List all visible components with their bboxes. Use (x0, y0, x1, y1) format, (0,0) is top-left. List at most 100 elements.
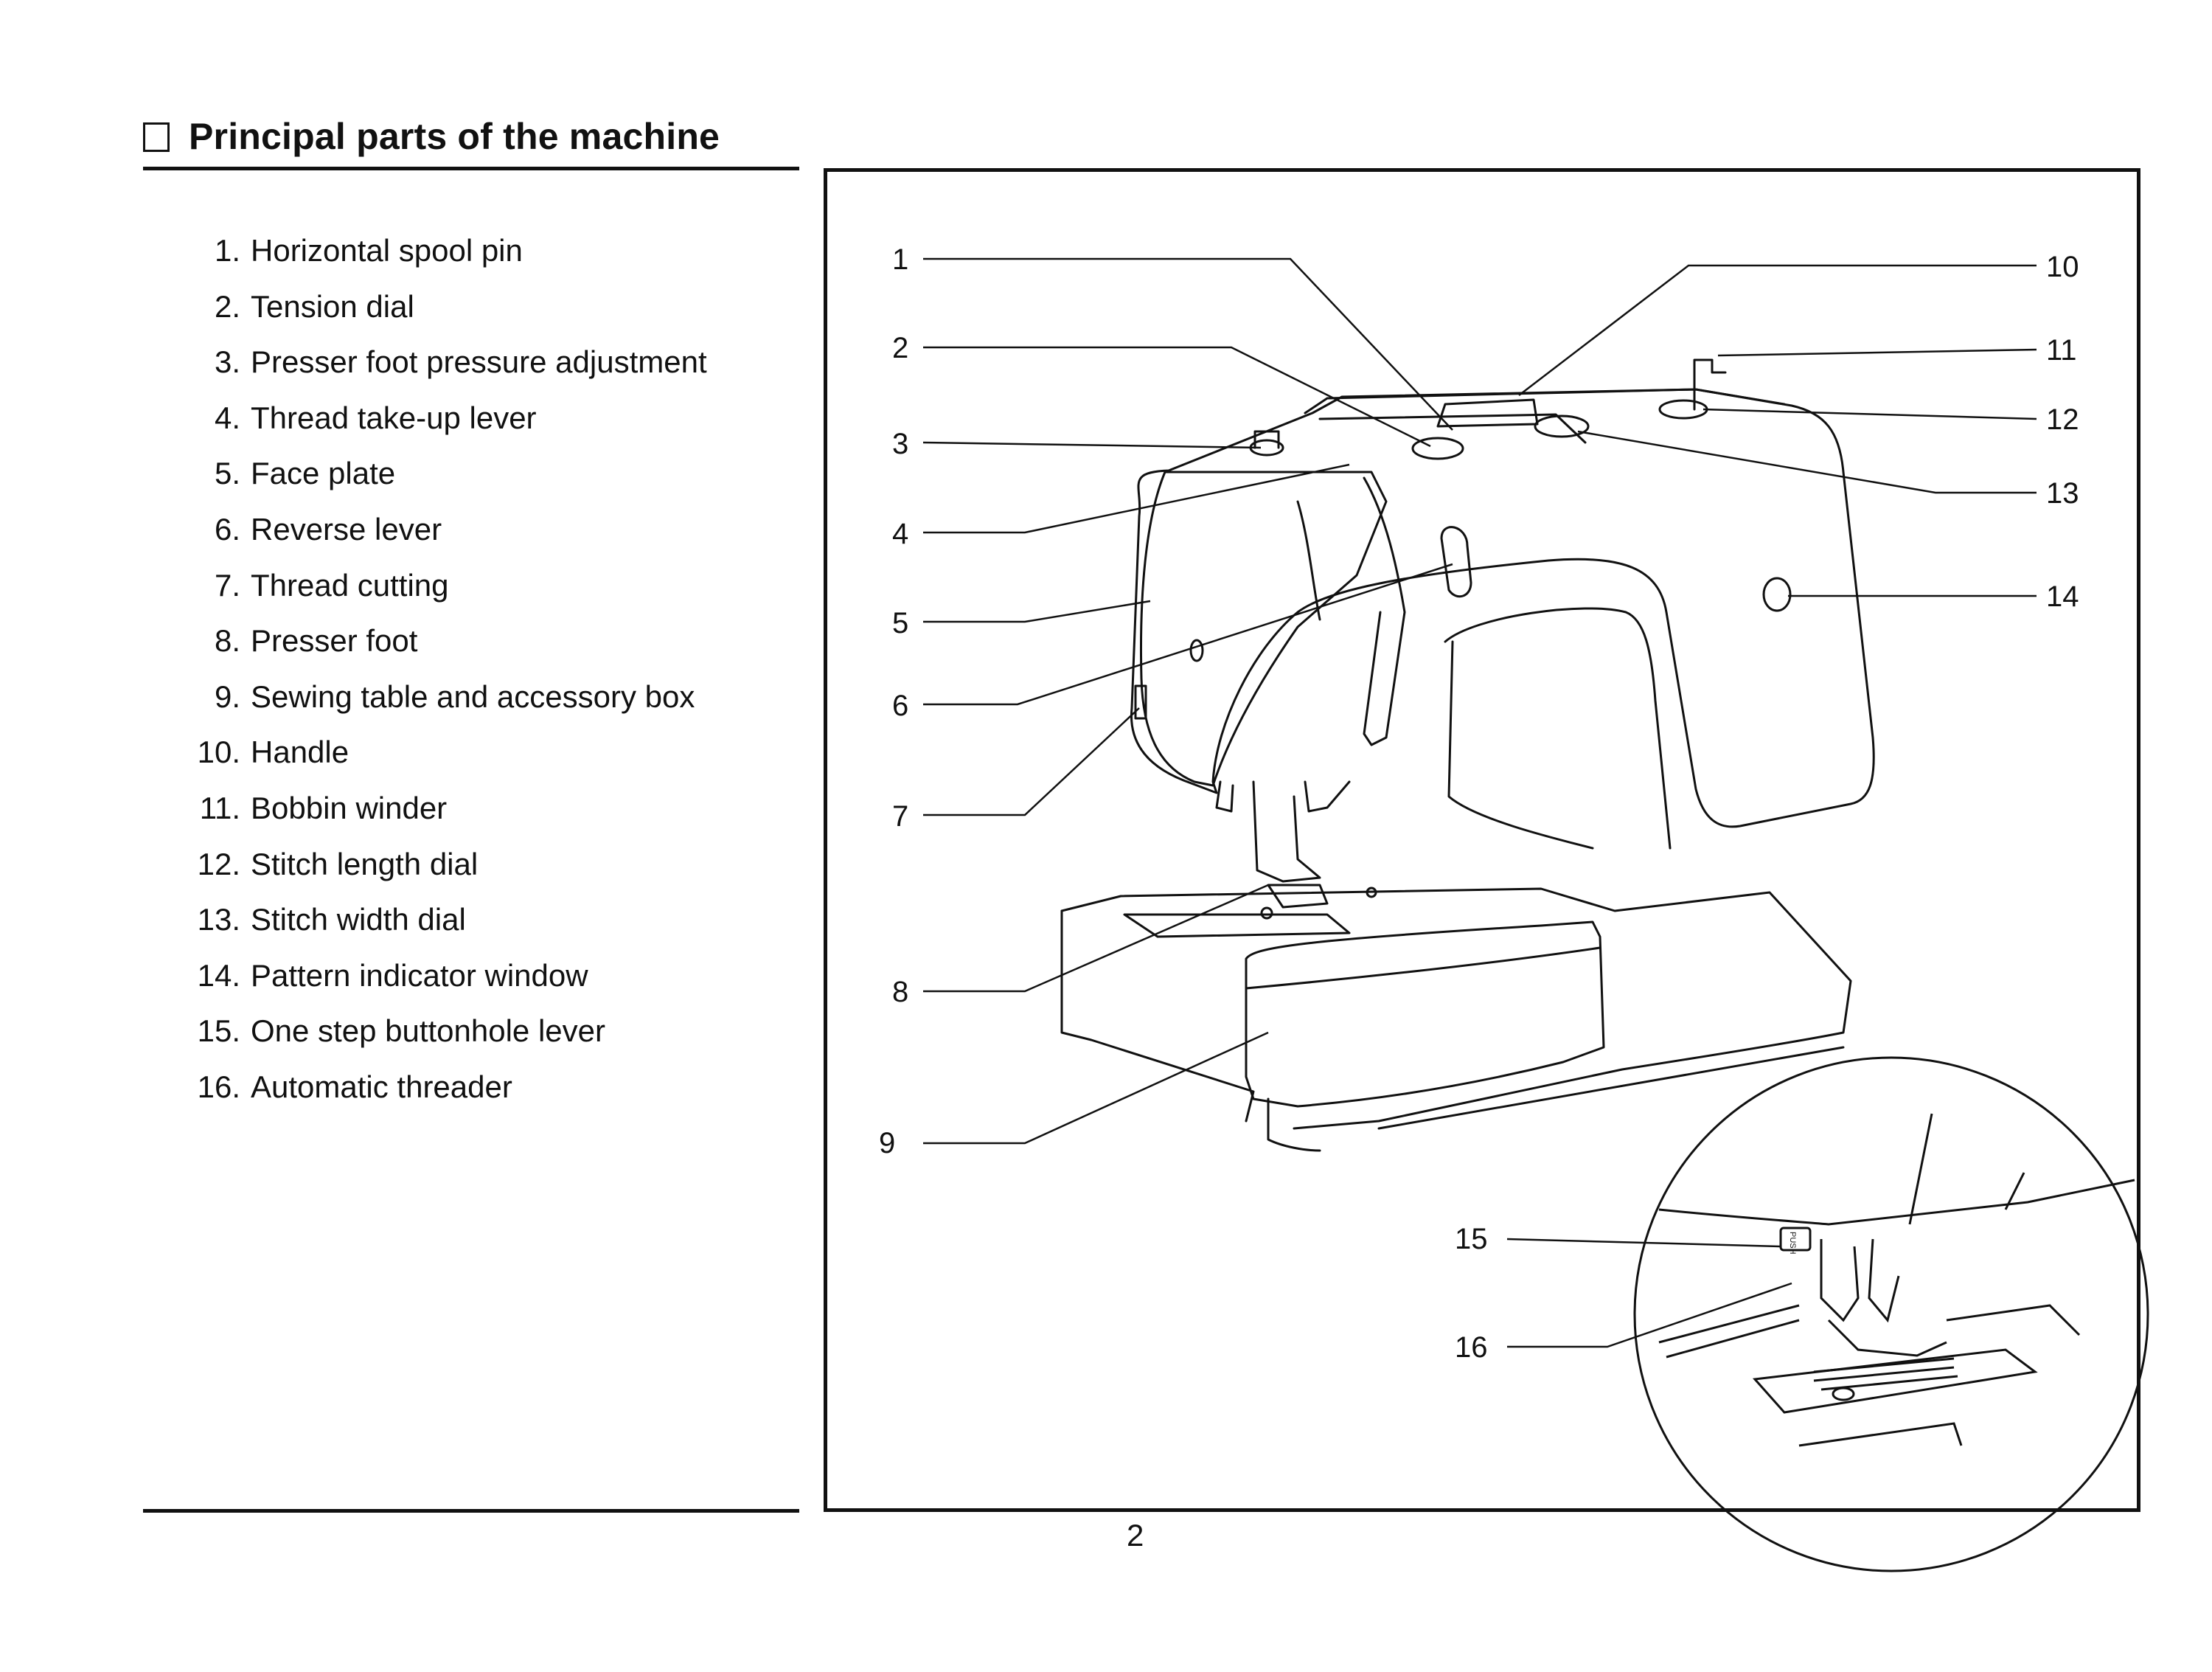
item-label: Stitch width dial (251, 902, 466, 937)
list-item: 11. Bobbin winder (177, 786, 707, 842)
leader-13 (1577, 430, 2037, 494)
list-item: 14. Pattern indicator window (177, 954, 707, 1010)
item-label: Reverse lever (251, 511, 442, 547)
push-label: PUSH (1788, 1232, 1797, 1255)
width-dial (1534, 414, 1590, 438)
list-item: 7. Thread cutting (177, 563, 707, 620)
needle-plate (1123, 913, 1351, 938)
item-label: Stitch length dial (251, 846, 479, 881)
arm-opening (1447, 640, 1594, 850)
leader-7 (923, 707, 1140, 816)
leader-10 (1518, 264, 2037, 396)
foot-holder (1304, 780, 1351, 813)
list-item: 10. Handle (177, 730, 707, 786)
list-item: 4. Thread take-up lever (177, 396, 707, 452)
leader-3 (922, 441, 1262, 449)
face-plate-edge (1296, 500, 1321, 621)
item-label: Thread cutting (251, 567, 449, 603)
sewing-table (1245, 920, 1605, 1108)
callout-1: 1 (892, 243, 908, 276)
list-item: 3. Presser foot pressure adjustment (177, 340, 707, 396)
item-label: Presser foot (251, 623, 418, 659)
item-label: Bobbin winder (251, 790, 448, 825)
list-item: 2.Tension dial (177, 285, 707, 341)
item-number: 7. (214, 567, 240, 603)
page-title: Principal parts of the machine (189, 116, 720, 157)
item-number: 14. (197, 957, 240, 993)
tension-dial (1411, 437, 1464, 460)
item-number: 3. (214, 344, 240, 380)
handle (1436, 398, 1539, 428)
callout-9: 9 (879, 1127, 895, 1159)
item-number: 12. (197, 846, 240, 881)
item-label: Handle (251, 735, 349, 770)
length-dial (1658, 399, 1708, 420)
callout-8: 8 (892, 976, 908, 1008)
leader-6 (923, 563, 1453, 706)
callout-4: 4 (892, 518, 908, 550)
leader-11 (1717, 348, 2037, 357)
callout-11: 11 (2046, 334, 2077, 367)
list-item: 6. Reverse lever (177, 507, 707, 563)
pressure-stem (1253, 430, 1280, 449)
leader-16 (1507, 1282, 1792, 1348)
leader-9 (923, 1031, 1269, 1145)
machine-body-outline (1130, 388, 1875, 828)
feed-dogs (1267, 884, 1329, 909)
plate-screw (1260, 906, 1273, 920)
item-label: Sewing table and accessory box (251, 679, 695, 714)
leader-8 (923, 884, 1269, 993)
pattern-window (1762, 577, 1792, 612)
list-item: 12. Stitch length dial (177, 842, 707, 898)
face-plate (1139, 471, 1388, 787)
item-number: 6. (214, 511, 240, 547)
item-number: 15. (197, 1013, 240, 1049)
item-label: Thread take-up lever (251, 400, 537, 435)
take-up-slot (1363, 476, 1406, 746)
item-label: Pattern indicator window (251, 957, 588, 993)
item-number: 8. (214, 623, 240, 659)
item-number: 11. (199, 790, 240, 825)
bobbin-winder-stem (1693, 358, 1727, 411)
face-plate-screw (1189, 639, 1204, 662)
needle-clamp (1215, 780, 1234, 813)
checkbox-icon (143, 122, 170, 152)
base-line (1377, 1046, 1845, 1130)
list-item: 8. Presser foot (177, 619, 707, 675)
callout-2: 2 (892, 332, 908, 364)
callout-13: 13 (2046, 477, 2079, 510)
table-edge (1245, 946, 1601, 990)
item-number: 16. (197, 1069, 240, 1104)
leader-2 (923, 346, 1431, 448)
item-label: Tension dial (251, 288, 414, 324)
item-number: 10. (197, 735, 240, 770)
leader-1 (923, 257, 1453, 431)
item-label: One step buttonhole lever (251, 1013, 605, 1049)
callout-12: 12 (2046, 403, 2079, 436)
top-slot (1318, 413, 1587, 444)
callout-15: 15 (1455, 1223, 1488, 1255)
reverse-lever (1440, 526, 1472, 598)
item-number: 1. (214, 233, 240, 268)
list-item: 16.Automatic threader (177, 1065, 707, 1121)
presser-foot (1252, 780, 1321, 883)
leader-12 (1703, 408, 2037, 420)
list-item: 5.Face plate (177, 451, 707, 507)
list-item: 9. Sewing table and accessory box (177, 675, 707, 731)
plate-screw-right (1366, 887, 1377, 898)
top-cover (1304, 388, 1786, 414)
callout-14: 14 (2046, 580, 2079, 613)
item-number: 4. (214, 400, 240, 435)
item-number: 5. (214, 456, 240, 491)
table-foot (1267, 1097, 1321, 1152)
list-item: 15. One step buttonhole lever (177, 1009, 707, 1065)
item-label: Presser foot pressure adjustment (251, 344, 707, 380)
item-number: 13. (197, 902, 240, 937)
list-item: 13. Stitch width dial (177, 898, 707, 954)
callout-6: 6 (892, 690, 908, 722)
callout-10: 10 (2046, 251, 2079, 283)
item-number: 9. (214, 679, 240, 714)
bed-outline (1060, 887, 1852, 1130)
arm-inner-curve (1444, 607, 1672, 850)
